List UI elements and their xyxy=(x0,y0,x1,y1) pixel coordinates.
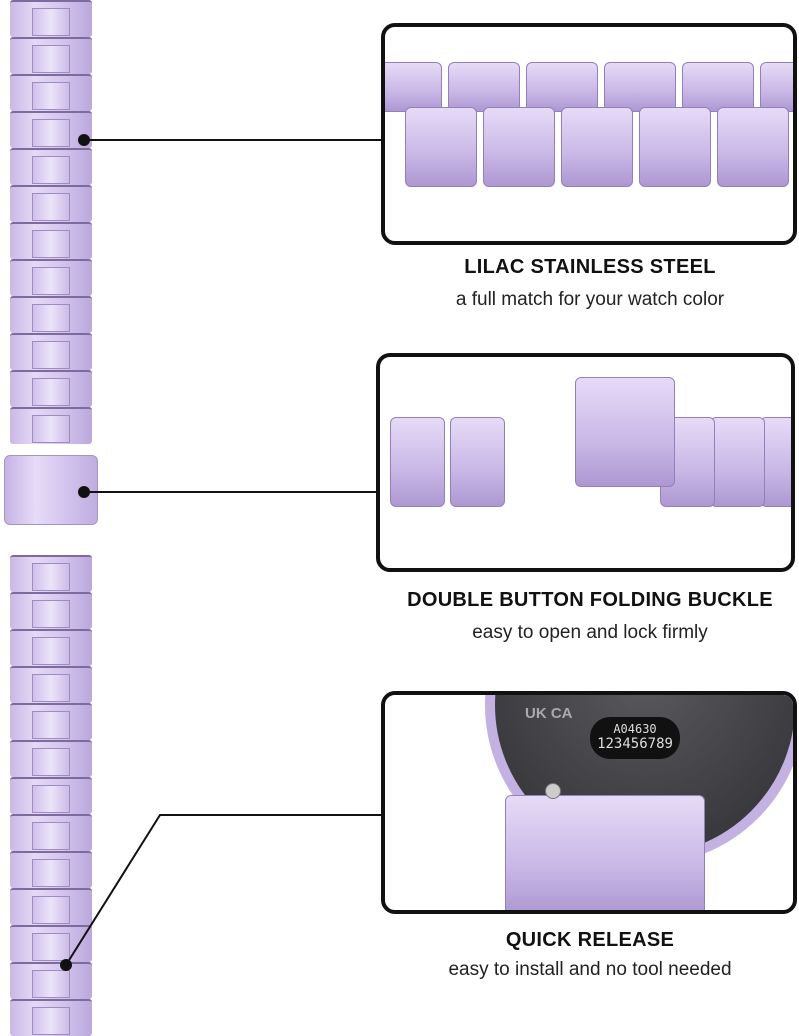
feature-subtitle: easy to install and no tool needed xyxy=(448,959,732,980)
feature-subtitle: a full match for your watch color xyxy=(455,289,725,310)
watch-band-full xyxy=(4,0,98,1036)
feature-title: QUICK RELEASE xyxy=(505,929,675,951)
band-link xyxy=(10,814,92,851)
band-link xyxy=(10,851,92,888)
band-link xyxy=(10,370,92,407)
band-center-link xyxy=(32,563,70,591)
band-link xyxy=(10,185,92,222)
band-center-link xyxy=(32,674,70,702)
band-link xyxy=(10,999,92,1036)
band-link xyxy=(483,107,555,187)
band-link xyxy=(604,62,676,112)
band-link xyxy=(10,148,92,185)
band-link xyxy=(10,629,92,666)
band-center-link xyxy=(32,933,70,961)
band-center-link xyxy=(32,378,70,406)
band-center-link xyxy=(32,230,70,258)
band-center-link xyxy=(32,859,70,887)
band-link xyxy=(10,962,92,999)
band-center-link xyxy=(32,637,70,665)
band-center-link xyxy=(32,193,70,221)
band-link xyxy=(526,62,598,112)
band-center-link xyxy=(32,1007,70,1035)
band-center-link xyxy=(32,785,70,813)
feature-subtitle: easy to open and lock firmly xyxy=(472,622,708,643)
band-link xyxy=(10,333,92,370)
quick-release-pin xyxy=(545,783,561,799)
band-link xyxy=(390,417,445,507)
band-link xyxy=(405,107,477,187)
model-number: A04630 xyxy=(613,722,657,736)
panel-folding-buckle xyxy=(376,353,795,572)
band-link xyxy=(10,259,92,296)
band-link xyxy=(10,703,92,740)
band-center-link xyxy=(32,8,70,36)
band-center-link xyxy=(32,119,70,147)
band-center-link xyxy=(32,341,70,369)
band-link xyxy=(10,666,92,703)
band-center-link xyxy=(32,82,70,110)
band-link xyxy=(10,925,92,962)
band-link xyxy=(682,62,754,112)
band-link xyxy=(795,107,797,187)
band-link xyxy=(710,417,765,507)
band-link xyxy=(10,222,92,259)
serial-plate: A04630 123456789 xyxy=(590,717,680,759)
band-link xyxy=(448,62,520,112)
buckle-clasp xyxy=(575,377,675,487)
band-center-link xyxy=(32,748,70,776)
certification-marks: UK CA xyxy=(525,705,573,722)
band-link xyxy=(10,407,92,444)
band-link xyxy=(639,107,711,187)
band-center-link xyxy=(32,304,70,332)
band-center-link xyxy=(32,970,70,998)
band-center-link xyxy=(32,711,70,739)
band-center-link xyxy=(32,267,70,295)
panel-stainless-steel xyxy=(381,23,797,245)
band-link xyxy=(450,417,505,507)
band-center-link xyxy=(32,896,70,924)
band-link xyxy=(505,795,705,910)
band-center-link xyxy=(32,415,70,443)
band-link xyxy=(10,888,92,925)
band-link xyxy=(10,296,92,333)
band-link xyxy=(760,62,793,112)
callout-line-steel xyxy=(84,139,384,141)
band-link xyxy=(760,417,791,507)
feature-title: DOUBLE BUTTON FOLDING BUCKLE xyxy=(407,589,773,611)
band-link xyxy=(10,37,92,74)
serial-number: 123456789 xyxy=(597,736,673,752)
callout-line-buckle xyxy=(84,491,376,493)
band-link xyxy=(385,62,442,112)
band-center-link xyxy=(32,156,70,184)
panel-quick-release: UK CA A04630 123456789 xyxy=(381,691,797,914)
band-link xyxy=(10,0,92,37)
band-link xyxy=(10,74,92,111)
band-link xyxy=(10,555,92,592)
band-link xyxy=(10,740,92,777)
band-link xyxy=(10,777,92,814)
band-link xyxy=(717,107,789,187)
callout-line-release xyxy=(65,814,384,966)
feature-title: LILAC STAINLESS STEEL xyxy=(464,256,716,278)
band-link xyxy=(10,592,92,629)
band-center-link xyxy=(32,822,70,850)
band-center-link xyxy=(32,600,70,628)
band-link xyxy=(561,107,633,187)
band-center-link xyxy=(32,45,70,73)
